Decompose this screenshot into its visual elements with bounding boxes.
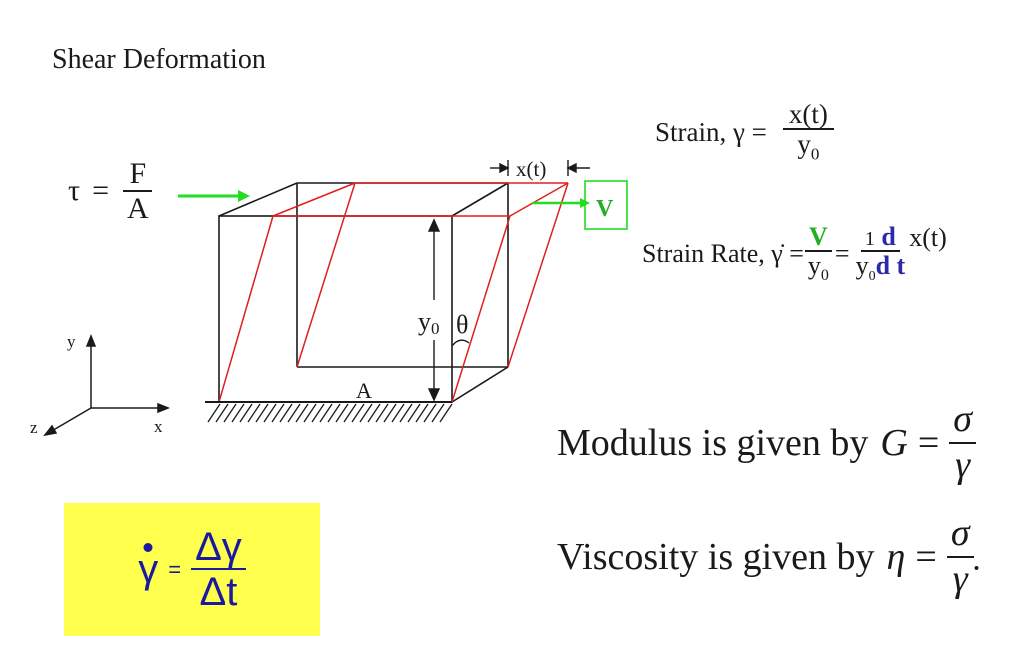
modulus-symbol: G	[880, 421, 908, 464]
area-label-diagram: A	[356, 378, 372, 403]
shear-rate-numerator: Δγ	[191, 526, 246, 570]
viscosity-symbol: η	[886, 535, 906, 578]
area-label: A	[126, 191, 149, 225]
viscosity-equals: =	[915, 535, 937, 578]
viscosity-fraction: σ γ̇	[946, 512, 974, 601]
force-over-area: F A	[121, 158, 155, 225]
modulus-equals: =	[917, 421, 940, 464]
strain-rate-label: Strain Rate, γ̇ =	[642, 239, 804, 269]
dot-accent	[143, 543, 153, 552]
strain-rate-fraction-2: 1 d y0d t	[852, 223, 910, 285]
strain-fraction: x(t) y0	[782, 100, 834, 164]
height-dimension	[427, 218, 441, 402]
strain-rate-fraction-1: V y0	[804, 223, 833, 285]
strain-rate-formula: Strain Rate, γ̇ = V y0 = 1 d y0d t x(t)	[642, 223, 947, 285]
tau-symbol: τ	[68, 174, 81, 208]
modulus-numerator: σ	[949, 398, 977, 444]
axis-z-label: z	[30, 418, 38, 437]
height-label: y0	[418, 307, 440, 338]
coordinate-axes	[43, 333, 171, 437]
shear-rate-equals: =	[168, 556, 182, 582]
modulus-denominator: γ	[955, 443, 971, 486]
strain-formula: Strain, γ = x(t) y0	[655, 100, 834, 164]
strain-rate-derivative-bottom: y0d t	[855, 251, 906, 285]
theta-label: θ	[456, 310, 468, 339]
strain-denominator: y0	[797, 129, 820, 164]
shear-rate-denominator: Δt	[199, 569, 238, 614]
axis-y-label: y	[67, 332, 76, 351]
modulus-formula: Modulus is given by G = σ γ	[557, 398, 977, 487]
strain-label: Strain, γ =	[655, 116, 767, 147]
theta-arc	[451, 339, 470, 347]
force-arrow	[178, 190, 250, 202]
force-label: F	[123, 158, 153, 192]
velocity-label: V	[596, 196, 614, 222]
strain-rate-derivative-top: 1 d	[860, 223, 900, 253]
ground-hatching	[205, 401, 453, 423]
shear-rate-fraction: Δγ Δt	[191, 526, 246, 614]
velocity-arrow	[532, 180, 628, 230]
viscosity-numerator: σ	[946, 512, 974, 558]
viscosity-formula: Viscosity is given by η = σ γ̇	[557, 512, 974, 601]
strain-rate-xt: x(t)	[909, 223, 947, 253]
strain-rate-height: y0	[807, 251, 829, 285]
modulus-fraction: σ γ	[949, 398, 977, 487]
axis-x-label: x	[154, 417, 163, 436]
shear-box-diagram: x(t) V y0 θ A y x z	[30, 157, 628, 437]
strain-rate-velocity: V	[805, 223, 832, 253]
displacement-dimension	[490, 160, 590, 176]
shear-rate-definition-box: γ = Δγ Δt	[64, 503, 320, 636]
deformed-box	[218, 182, 569, 403]
strain-rate-equals: =	[834, 239, 850, 269]
displacement-label: x(t)	[516, 157, 546, 181]
viscosity-text: Viscosity is given by	[557, 535, 875, 578]
shear-stress-formula: τ = F A	[68, 158, 155, 225]
page-title: Shear Deformation	[52, 44, 266, 75]
viscosity-denominator: γ̇	[952, 557, 968, 600]
tau-equals: =	[92, 174, 109, 208]
modulus-text: Modulus is given by	[557, 421, 869, 464]
strain-numerator: x(t)	[782, 100, 834, 131]
shear-rate-symbol: γ	[138, 543, 158, 592]
